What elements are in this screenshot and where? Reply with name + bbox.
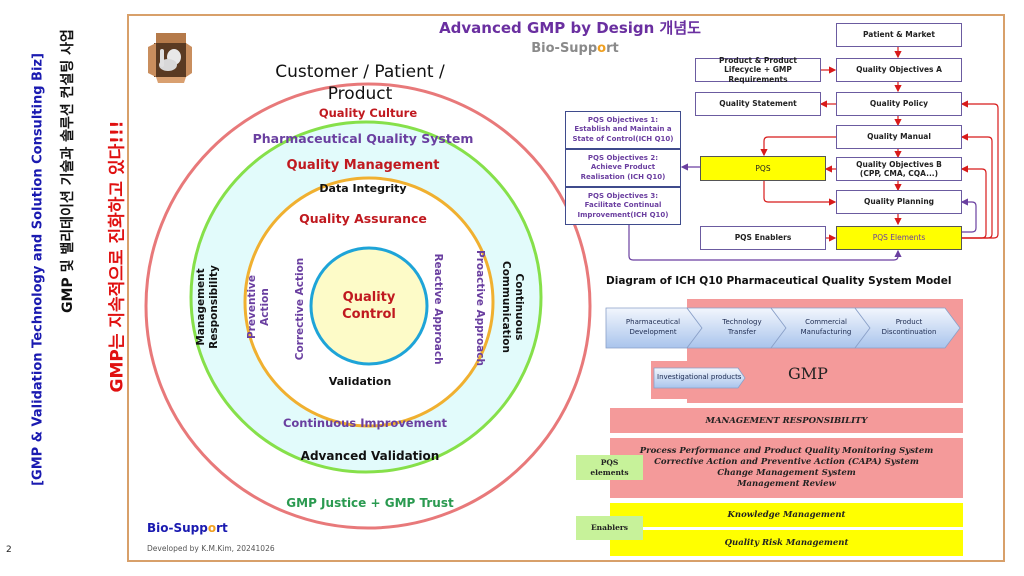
- pqs-objective-2: PQS Objectives 2: Achieve Product Realis…: [565, 149, 681, 187]
- quality-policy-box: Quality Policy: [836, 92, 962, 116]
- knowledge-management-band: Knowledge Management: [610, 503, 963, 527]
- pqs-objective-3: PQS Objectives 3: Facilitate Continual I…: [565, 187, 681, 225]
- pqs-objective-1: PQS Objectives 1: Establish and Maintain…: [565, 111, 681, 149]
- gmp-justice-trust-label: GMP Justice + GMP Trust: [286, 496, 454, 510]
- pqs-element-2: Corrective Action and Preventive Action …: [654, 457, 919, 467]
- pqs-elements-side-line1: PQS: [600, 457, 619, 467]
- stage-pharmaceutical-development: Pharmaceutical Development: [612, 308, 694, 348]
- pqs-elements-box: PQS Elements: [836, 226, 962, 250]
- pqs-element-1: Process Performance and Product Quality …: [639, 446, 934, 456]
- pqs-elements-side-line2: elements: [590, 467, 629, 477]
- pqs-enablers-box: PQS Enablers: [700, 226, 826, 250]
- validation-label: Validation: [328, 375, 392, 388]
- quality-risk-management-band: Quality Risk Management: [610, 530, 963, 556]
- quality-statement-box: Quality Statement: [695, 92, 821, 116]
- chevron-product-discontinuation: [854, 307, 961, 349]
- stage-4-line2: Discontinuation: [881, 328, 937, 336]
- quality-objectives-b-box: Quality Objectives B (CPP, CMA, CQA...): [836, 157, 962, 181]
- q10-diagram-title: Diagram of ICH Q10 Pharmaceutical Qualit…: [606, 275, 952, 287]
- stage-3-line1: Commercial: [805, 318, 847, 327]
- stage-2-line1: Technology: [722, 318, 762, 327]
- brand-logo-footer: Bio-Support: [147, 521, 228, 535]
- brand-o: o: [597, 41, 607, 56]
- investigational-products-label: Investigational products: [657, 373, 742, 381]
- brand-logo-header: Bio-Support: [520, 41, 630, 56]
- gmp-label: GMP: [788, 364, 828, 383]
- quality-assurance-label: Quality Assurance: [299, 211, 427, 226]
- pqs-element-3: Change Management System: [717, 468, 856, 478]
- stage-1-line1: Pharmaceutical: [625, 318, 681, 327]
- pqs-objective-2-title: PQS Objectives 2:: [587, 154, 659, 163]
- continuous-improvement-label: Continuous Improvement: [282, 416, 448, 430]
- box-figure-icon: [146, 33, 194, 85]
- footer-brand-prefix: Bio-Supp: [147, 521, 208, 535]
- product-lifecycle-box: Product & Product Lifecycle + GMP Requir…: [695, 56, 821, 84]
- stage-2-line2: Transfer: [727, 328, 757, 336]
- quality-objectives-a-box: Quality Objectives A: [836, 58, 962, 82]
- quality-management-label: Quality Management: [286, 158, 440, 173]
- page-title: Advanced GMP by Design 개념도: [439, 19, 701, 37]
- pqs-elements-band: Process Performance and Product Quality …: [610, 438, 963, 498]
- customer-patient-product-label: Customer / Patient / Product: [275, 62, 445, 104]
- page-number: 2: [6, 545, 12, 555]
- pqs-objective-1-body: Establish and Maintain a State of Contro…: [572, 125, 674, 143]
- quality-planning-box: Quality Planning: [836, 190, 962, 214]
- data-integrity-label: Data Integrity: [319, 182, 407, 195]
- pqs-objective-3-body: Facilitate Continual Improvement(ICH Q10…: [577, 201, 669, 219]
- quality-manual-box: Quality Manual: [836, 125, 962, 149]
- stage-commercial-manufacturing: Commercial Manufacturing: [784, 308, 868, 348]
- pqs-element-4: Management Review: [737, 479, 836, 489]
- quality-culture-label: Quality Culture: [318, 106, 418, 120]
- pqs-elements-side-label: PQS elements: [576, 455, 643, 480]
- enablers-side-label: Enablers: [576, 516, 643, 540]
- chevron-investigational-products: [653, 367, 746, 389]
- pqs-objective-3-title: PQS Objectives 3:: [587, 192, 659, 201]
- stage-product-discontinuation: Product Discontinuation: [866, 308, 952, 348]
- brand-suffix: rt: [606, 41, 619, 56]
- quality-control-label: Quality Control: [342, 290, 396, 322]
- stage-1-line2: Development: [629, 328, 677, 336]
- patient-market-box: Patient & Market: [836, 23, 962, 47]
- stage-3-line2: Manufacturing: [800, 328, 852, 336]
- qc-ring: [309, 246, 429, 366]
- pqs-box: PQS: [700, 156, 826, 181]
- pqs-objective-1-title: PQS Objectives 1:: [587, 116, 659, 125]
- brand-prefix: Bio-Supp: [531, 41, 598, 56]
- footer-brand-o: o: [207, 521, 217, 535]
- stage-technology-transfer: Technology Transfer: [700, 308, 784, 348]
- pharmaceutical-quality-system-label: Pharmaceutical Quality System: [252, 131, 474, 146]
- quality-objectives-b-title: Quality Objectives B: [856, 159, 942, 169]
- quality-objectives-b-sub: (CPP, CMA, CQA...): [859, 169, 939, 178]
- pqs-objective-2-body: Achieve Product Realisation (ICH Q10): [580, 163, 666, 181]
- developed-by: Developed by K.M.Kim, 20241026: [147, 544, 275, 553]
- stage-4-line1: Product: [895, 318, 923, 327]
- management-responsibility-band: MANAGEMENT RESPONSIBILITY: [610, 408, 963, 433]
- advanced-validation-label: Advanced Validation: [300, 449, 440, 463]
- footer-brand-suffix: rt: [216, 521, 228, 535]
